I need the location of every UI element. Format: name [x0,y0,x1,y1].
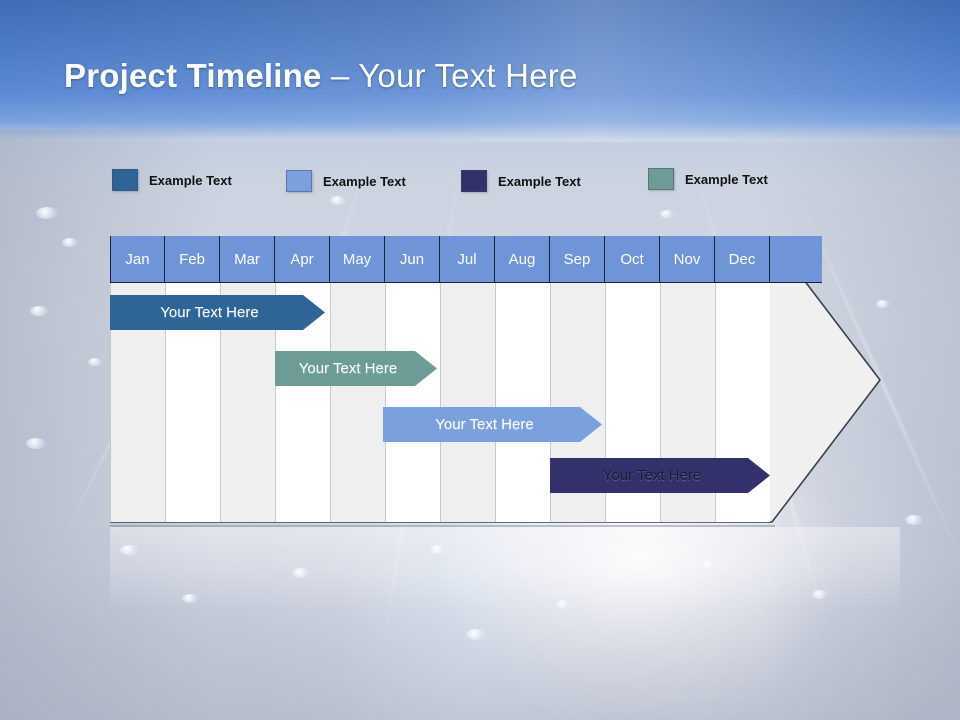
task-bar-label: Your Text Here [602,467,702,484]
decor-bokeh [430,545,446,554]
grid-separator [605,260,606,522]
month-header-tail [770,236,822,283]
task-bar-3[interactable]: Your Text Here [383,407,602,442]
month-header-apr[interactable]: Apr [275,236,330,283]
legend-label: Example Text [149,172,232,188]
month-header-dec[interactable]: Dec [715,236,770,283]
decor-bokeh [876,300,890,308]
grid-separator [660,260,661,522]
decor-bokeh [330,196,346,205]
legend-item-1[interactable]: Example Text [112,169,232,191]
grid-column-aug [495,236,550,522]
grid-column-jul [440,236,495,522]
legend-label: Example Text [498,173,581,189]
page-title-light: – Your Text Here [321,57,578,94]
decor-bokeh [660,210,674,218]
task-bar-label: Your Text Here [435,416,534,433]
month-header-may[interactable]: May [330,236,385,283]
grid-separator [550,260,551,522]
task-bar-2[interactable]: Your Text Here [275,351,437,386]
grid-separator [220,260,221,522]
month-header-sep[interactable]: Sep [550,236,605,283]
chart-reflection-edge [110,525,775,527]
decor-bokeh [292,568,310,578]
month-header-underline [110,282,822,283]
page-title-strong: Project Timeline [64,57,322,94]
decor-bokeh [36,207,58,219]
decor-bokeh [88,358,102,366]
month-header-oct[interactable]: Oct [605,236,660,283]
grid-separator [385,260,386,522]
task-bar-4[interactable]: Your Text Here [550,458,770,493]
decor-bokeh [700,560,718,570]
grid-column-mar [220,236,275,522]
legend-label: Example Text [323,173,406,189]
grid-column-feb [165,236,220,522]
grid-separator [440,260,441,522]
decor-bokeh [182,594,198,603]
decor-bokeh [905,515,923,525]
month-header-aug[interactable]: Aug [495,236,550,283]
legend-swatch-icon [648,168,674,190]
legend-item-4[interactable]: Example Text [648,168,768,190]
grid-column-jan [110,236,165,522]
month-header-feb[interactable]: Feb [165,236,220,283]
decor-bokeh [26,438,46,449]
page-title: Project Timeline – Your Text Here [64,57,578,95]
decor-bokeh [120,545,138,555]
grid-separator [110,260,111,522]
legend-swatch-icon [112,169,138,191]
legend-swatch-icon [286,170,312,192]
legend-item-3[interactable]: Example Text [461,170,581,192]
grid-separator [275,260,276,522]
task-bar-1[interactable]: Your Text Here [110,295,325,330]
grid-separator [495,260,496,522]
legend-swatch-icon [461,170,487,192]
month-header-nov[interactable]: Nov [660,236,715,283]
month-header-jan[interactable]: Jan [110,236,165,283]
header-band-sheen [0,0,960,142]
decor-bokeh [812,590,828,599]
month-header-jul[interactable]: Jul [440,236,495,283]
grid-separator [330,260,331,522]
decor-bokeh [30,306,48,316]
month-header-jun[interactable]: Jun [385,236,440,283]
month-header-mar[interactable]: Mar [220,236,275,283]
background-bottom-shade [0,570,960,720]
decor-bokeh [556,600,571,609]
decor-bokeh [466,629,486,640]
legend-item-2[interactable]: Example Text [286,170,406,192]
task-bar-label: Your Text Here [298,360,398,377]
grid-separator [165,260,166,522]
task-bar-label: Your Text Here [160,304,259,321]
grid-separator [715,260,716,522]
decor-bokeh [62,238,78,247]
legend-label: Example Text [685,171,768,187]
